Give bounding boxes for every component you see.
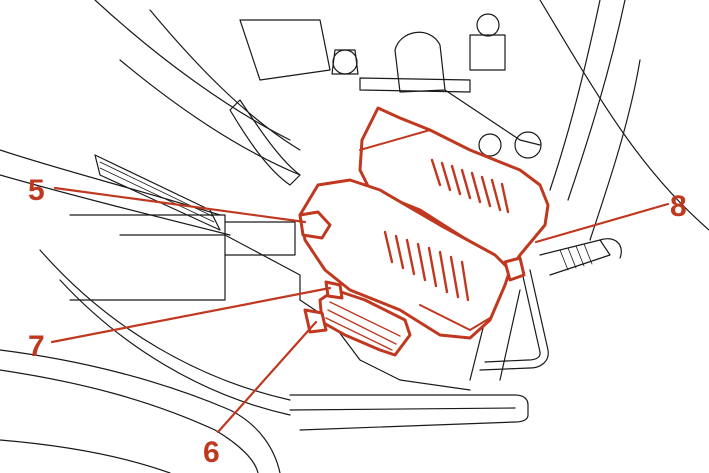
callout-labels: 5 8 7 6 <box>28 174 687 469</box>
alternator-pulley <box>318 288 412 357</box>
callout-8: 8 <box>670 190 687 223</box>
rear-connector <box>503 256 526 282</box>
lower-mounting-bolt <box>303 308 328 334</box>
leader-lines <box>50 186 670 434</box>
terminal-post <box>324 280 344 300</box>
leader-line-5 <box>53 186 307 224</box>
callout-6: 6 <box>203 436 220 469</box>
callout-7: 7 <box>28 330 45 363</box>
upper-mounting-ear <box>298 210 332 240</box>
callout-5: 5 <box>28 174 45 207</box>
rear-vent-slots <box>430 158 510 214</box>
leader-line-8 <box>534 202 670 244</box>
alternator-assembly <box>298 106 550 357</box>
leader-line-7 <box>50 286 332 344</box>
alternator-rear-housing <box>358 106 550 272</box>
alternator-front-housing <box>298 178 512 340</box>
leader-line-6 <box>216 320 318 434</box>
front-vent-slots <box>383 230 470 302</box>
